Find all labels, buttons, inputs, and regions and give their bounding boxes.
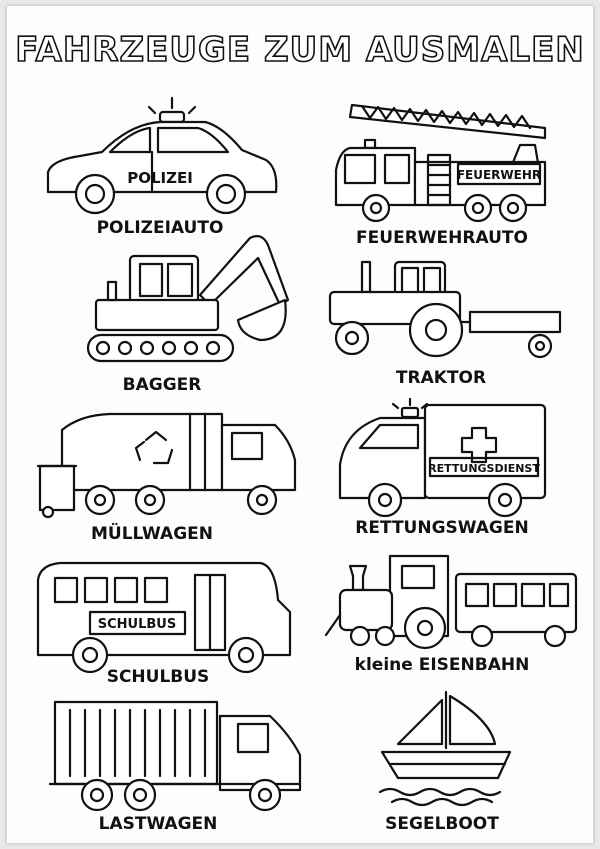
school-bus-sign: SCHULBUS [98,617,176,632]
ambulance-drawing: RETTUNGSDIENST [338,397,547,518]
lorry-drawing [48,700,302,812]
fire-truck-drawing: FEUERWEHR [334,103,547,223]
label-eisenbahn: kleine EISENBAHN [354,655,530,675]
fire-truck-sign: FEUERWEHR [457,168,541,182]
ambulance-sign: RETTUNGSDIENST [428,462,540,475]
train-drawing [324,554,578,650]
page-title: FAHRZEUGE ZUM AUSMALEN [14,29,585,71]
excavator-drawing [86,235,290,363]
label-schulbus: SCHULBUS [106,667,210,687]
label-feuerwehrauto: FEUERWEHRAUTO [356,228,528,248]
police-car-drawing: POLIZEI [46,96,278,215]
label-rettungswagen: RETTUNGSWAGEN [355,518,529,538]
label-bagger: BAGGER [122,375,202,395]
label-lastwagen: LASTWAGEN [98,814,218,834]
label-traktor: TRAKTOR [395,368,487,388]
label-muellwagen: MÜLLWAGEN [90,524,213,544]
tractor-drawing [328,260,562,359]
police-sign: POLIZEI [127,169,193,187]
garbage-truck-drawing [36,412,297,519]
label-segelboot: SEGELBOOT [385,814,499,834]
sailboat-drawing [378,690,512,807]
school-bus-drawing: SCHULBUS [36,561,292,674]
label-polizeiauto: POLIZEIAUTO [96,218,224,238]
